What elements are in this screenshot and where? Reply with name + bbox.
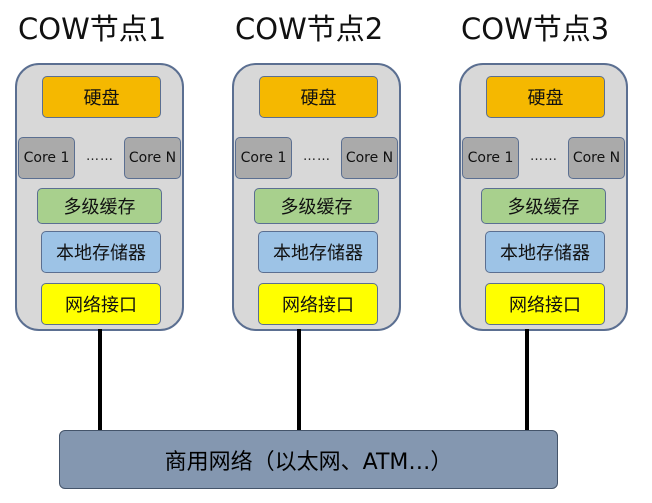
node-2-cache: 多级缓存 <box>254 188 379 224</box>
node-1-core-last: Core N <box>124 137 181 179</box>
node-2-disk: 硬盘 <box>259 76 378 118</box>
node-3-title: COW节点3 <box>461 12 610 46</box>
node-1-disk: 硬盘 <box>42 76 161 118</box>
node-3: 硬盘 Core 1 …… Core N 多级缓存 本地存储器 网络接口 <box>459 63 628 331</box>
node-3-local-storage: 本地存储器 <box>485 231 605 273</box>
node-1-core-first: Core 1 <box>18 137 75 179</box>
node-2-network-link <box>297 329 301 432</box>
node-3-core-last: Core N <box>568 137 625 179</box>
node-1-network-interface: 网络接口 <box>41 283 161 325</box>
node-2: 硬盘 Core 1 …… Core N 多级缓存 本地存储器 网络接口 <box>232 63 401 331</box>
node-1-cache: 多级缓存 <box>37 188 162 224</box>
node-3-disk: 硬盘 <box>486 76 605 118</box>
node-2-core-ellipsis: …… <box>303 149 331 164</box>
node-1-local-storage: 本地存储器 <box>41 231 161 273</box>
commercial-network-bus: 商用网络（以太网、ATM…） <box>59 430 558 489</box>
node-3-cache: 多级缓存 <box>481 188 606 224</box>
node-1: 硬盘 Core 1 …… Core N 多级缓存 本地存储器 网络接口 <box>15 63 184 331</box>
node-2-local-storage: 本地存储器 <box>258 231 378 273</box>
node-1-title: COW节点1 <box>18 12 167 46</box>
node-2-title: COW节点2 <box>235 12 384 46</box>
node-1-core-ellipsis: …… <box>86 149 114 164</box>
node-3-core-first: Core 1 <box>462 137 519 179</box>
node-2-network-interface: 网络接口 <box>258 283 378 325</box>
node-1-network-link <box>98 329 102 432</box>
node-3-network-interface: 网络接口 <box>485 283 605 325</box>
node-2-core-first: Core 1 <box>235 137 292 179</box>
node-3-network-link <box>525 329 529 432</box>
node-3-core-ellipsis: …… <box>530 149 558 164</box>
node-2-core-last: Core N <box>341 137 398 179</box>
